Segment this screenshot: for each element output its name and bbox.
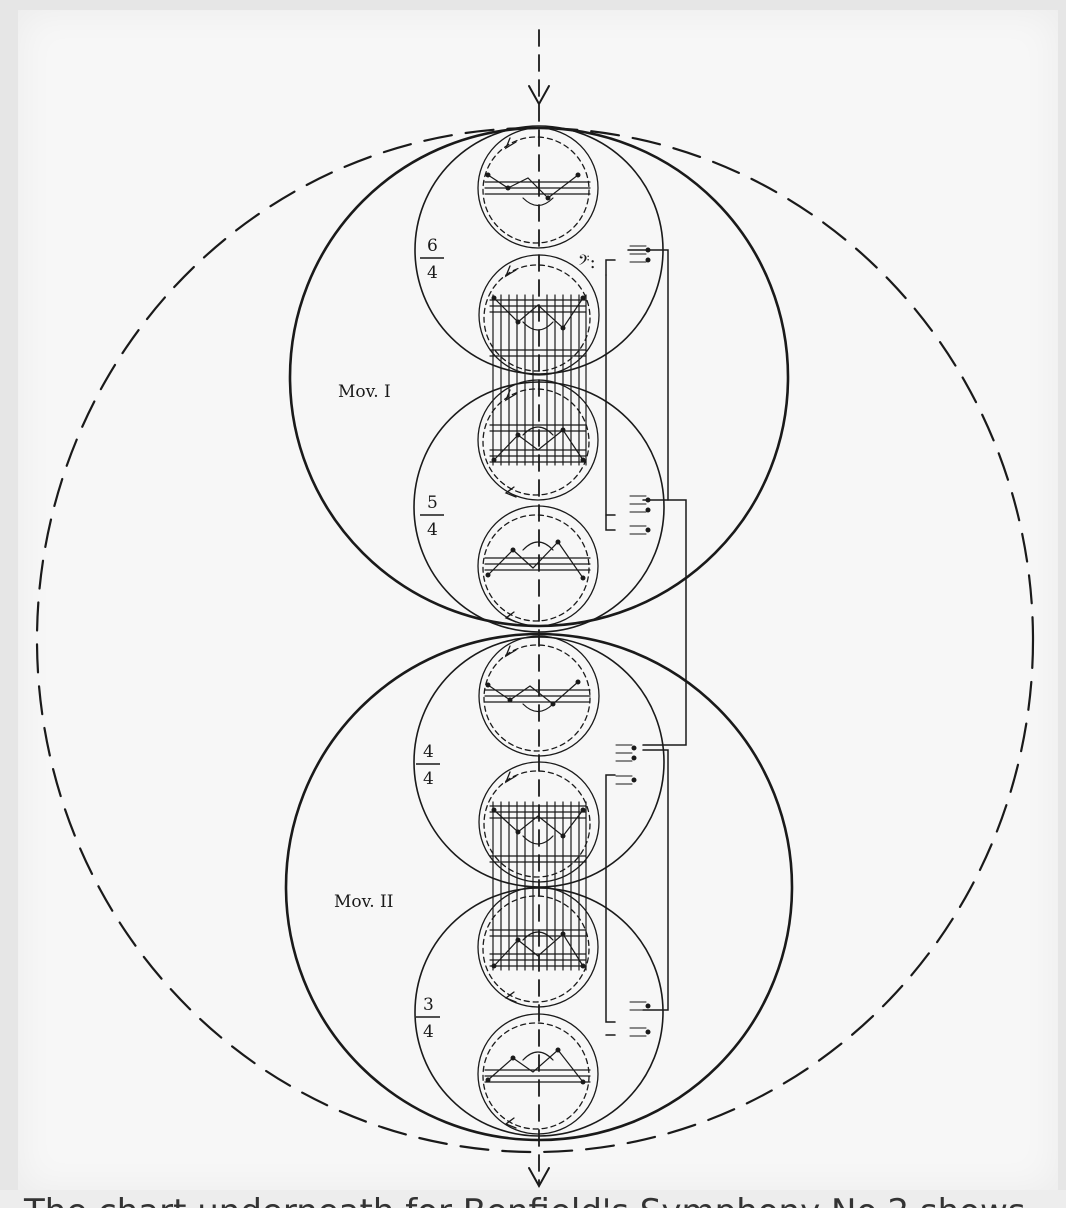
- note-heads: [485, 172, 651, 1085]
- bass-clef-marking: 𝄢:: [578, 252, 596, 273]
- caption-bar: The chart underneath for Benfield's Symp…: [0, 1190, 1066, 1208]
- time-sig-numerator: 6: [427, 236, 438, 256]
- movement-2-circle: [284, 632, 794, 1142]
- time-sig-numerator: 3: [423, 995, 434, 1015]
- phrase-circles: [477, 127, 600, 1135]
- direction-arrows: [504, 137, 517, 1129]
- time-signature-3-4: 3 4: [416, 995, 440, 1042]
- score-sheet: Mov. I Mov. II 6 4 5 4 4 4 3 4 𝄢:: [18, 10, 1058, 1192]
- time-sig-numerator: 5: [427, 493, 438, 513]
- image-caption: The chart underneath for Benfield's Symp…: [24, 1192, 1026, 1208]
- time-sig-denominator: 4: [427, 263, 438, 283]
- time-signature-4-4: 4 4: [416, 742, 440, 789]
- section-circle-5-4: [413, 381, 665, 633]
- time-sig-denominator: 4: [427, 520, 438, 540]
- time-sig-denominator: 4: [423, 769, 434, 789]
- structure-diagram: Mov. I Mov. II 6 4 5 4 4 4 3 4 𝄢:: [35, 29, 1035, 1189]
- outer-dashed-circle: [35, 126, 1035, 1154]
- time-signature-5-4: 5 4: [420, 493, 444, 540]
- axis-arrow-bottom: [528, 1167, 550, 1189]
- axis-arrow-top: [528, 85, 550, 107]
- movement-1-label: Mov. I: [338, 382, 391, 402]
- time-sig-numerator: 4: [423, 742, 434, 762]
- tonal-brackets: [605, 249, 687, 1036]
- movement-2-label: Mov. II: [334, 892, 393, 912]
- section-circle-3-4: [414, 887, 664, 1137]
- movement-1-circle: [288, 126, 790, 628]
- time-signature-6-4: 6 4: [420, 236, 444, 283]
- staff-clusters: [484, 174, 591, 1083]
- key-signature-marks: [615, 245, 647, 1037]
- time-sig-denominator: 4: [423, 1022, 434, 1042]
